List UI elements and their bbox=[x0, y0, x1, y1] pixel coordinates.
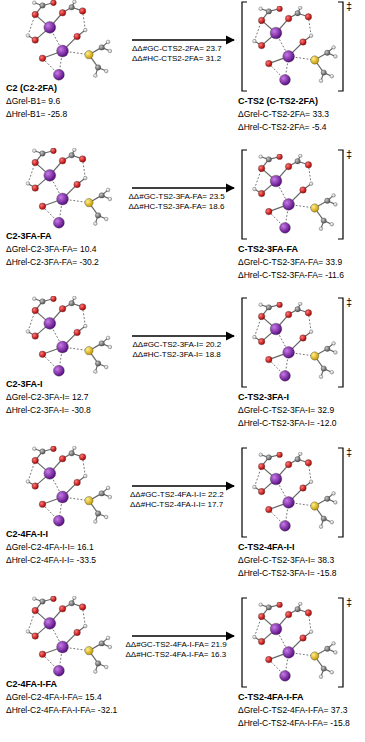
molecule bbox=[26, 148, 112, 228]
energy-value: ΔHrel-C-TS2-2FA= -5.4 bbox=[238, 121, 327, 134]
transition-state: C-TS2-3FA-IΔGrel-C-TS2-3FA-I= 32.9ΔHrel-… bbox=[236, 296, 362, 430]
transition-state: C-TS2-3FA-FAΔGrel-C-TS2-3FA-FA= 33.9ΔHre… bbox=[236, 148, 362, 282]
ground-state: C2-4FA-I-FAΔGrel-C2-4FA-I-FA= 15.4ΔHrel-… bbox=[4, 596, 130, 717]
bracket bbox=[242, 448, 343, 537]
structure-name: C-TS2-3FA-FA bbox=[238, 243, 298, 256]
structure-name: C2-3FA-I bbox=[6, 378, 43, 391]
transition-state: C-TS2-4FA-I-IΔGrel-C-TS2-3FA-I= 38.3ΔHre… bbox=[236, 446, 362, 580]
energy-value: ΔHrel-C2-4FA-FA-I-FA= -32.1 bbox=[6, 704, 117, 717]
molecule bbox=[26, 596, 112, 676]
energy-value: ΔGrel-C-TS2-3FA-FA= 33.9 bbox=[238, 256, 342, 269]
activation-energy: ΔΔ#GC-TS2-3FA-FA= 23.5 ΔΔ#HC-TS2-3FA-FA=… bbox=[129, 192, 238, 212]
molecule bbox=[26, 296, 112, 376]
double-dagger: ‡ bbox=[346, 148, 352, 160]
bracket bbox=[242, 598, 343, 687]
structure-name: C-TS2 (C-TS2-2FA) bbox=[238, 95, 318, 108]
energy-value: ΔHrel-C2-4FA-I-I= -33.5 bbox=[6, 554, 96, 567]
molecule bbox=[253, 6, 338, 85]
energy-value: ΔHrel-C2-3FA-I= -30.8 bbox=[6, 404, 91, 417]
ground-state: C2-4FA-I-IΔGrel-C2-4FA-I-I= 16.1ΔHrel-C2… bbox=[4, 446, 130, 567]
structure-name: C2 (C2-2FA) bbox=[6, 82, 57, 95]
double-dagger: ‡ bbox=[346, 0, 352, 12]
structure-name: C-TS2-3FA-I bbox=[238, 391, 289, 404]
activation-energy: ΔΔ#GC-TS2-3FA-I= 20.2 ΔΔ#HC-TS2-3FA-I= 1… bbox=[133, 340, 234, 360]
bracket bbox=[242, 2, 343, 91]
reaction-arrow bbox=[132, 187, 234, 188]
structure-name: C-TS2-4FA-I-FA bbox=[238, 691, 304, 704]
energy-value: ΔGrel-C2-4FA-I-I= 16.1 bbox=[6, 541, 94, 554]
energy-value: ΔGrel-B1= 9.6 bbox=[6, 95, 60, 108]
energy-value: ΔHrel-C-TS2-3FA-I= -12.0 bbox=[238, 417, 337, 430]
molecule bbox=[253, 452, 338, 531]
transition-state: C-TS2 (C-TS2-2FA)ΔGrel-C-TS2-2FA= 33.3ΔH… bbox=[236, 0, 362, 134]
energy-value: ΔHrel-C-TS2-4FA-I-FA= -15.8 bbox=[238, 717, 350, 730]
reaction-arrow bbox=[132, 335, 234, 336]
energy-value: ΔGrel-C-TS2-2FA= 33.3 bbox=[238, 108, 329, 121]
reaction-arrow bbox=[132, 39, 234, 40]
energy-value: ΔGrel-C-TS2-3FA-I= 38.3 bbox=[238, 554, 334, 567]
molecule bbox=[253, 154, 338, 233]
bracket bbox=[242, 150, 343, 239]
reaction-arrow bbox=[132, 485, 234, 486]
activation-energy: ΔΔ#GC-TS2-4FA-I-FA= 21.9 ΔΔ#HC-TS2-4FA-I… bbox=[126, 640, 241, 660]
ground-state: C2 (C2-2FA)ΔGrel-B1= 9.6ΔHrel-B1= -25.8 bbox=[4, 0, 130, 121]
activation-energy: ΔΔ#GC-CTS2-2FA= 23.7 ΔΔ#HC-CTS2-2FA= 31.… bbox=[132, 44, 234, 64]
molecule bbox=[253, 302, 338, 381]
transition-state: C-TS2-4FA-I-FAΔGrel-C-TS2-4FA-I-FA= 37.3… bbox=[236, 596, 362, 730]
double-dagger: ‡ bbox=[346, 296, 352, 308]
molecule bbox=[253, 602, 338, 681]
double-dagger: ‡ bbox=[346, 596, 352, 608]
energy-value: ΔHrel-C-TS2-3FA-I= -15.8 bbox=[238, 567, 337, 580]
ground-state: C2-3FA-IΔGrel-C2-3FA-I= 12.7ΔHrel-C2-3FA… bbox=[4, 296, 130, 417]
energy-value: ΔGrel-C-TS2-4FA-I-FA= 37.3 bbox=[238, 704, 347, 717]
molecule bbox=[26, 0, 112, 80]
energy-value: ΔHrel-B1= -25.8 bbox=[6, 108, 67, 121]
molecule bbox=[26, 446, 112, 526]
structure-name: C2-4FA-I-I bbox=[6, 528, 48, 541]
energy-value: ΔGrel-C-TS2-3FA-I= 32.9 bbox=[238, 404, 334, 417]
energy-value: ΔGrel-C2-4FA-I-FA= 15.4 bbox=[6, 691, 102, 704]
structure-name: C2-4FA-I-FA bbox=[6, 678, 57, 691]
energy-value: ΔHrel-C-TS2-3FA-FA= -11.6 bbox=[238, 269, 344, 282]
energy-value: ΔHrel-C2-3FA-FA= -30.2 bbox=[6, 256, 99, 269]
ground-state: C2-3FA-FAΔGrel-C2-3FA-FA= 10.4ΔHrel-C2-3… bbox=[4, 148, 130, 269]
structure-name: C2-3FA-FA bbox=[6, 230, 52, 243]
bracket bbox=[242, 298, 343, 387]
double-dagger: ‡ bbox=[346, 446, 352, 458]
transition-state-molecules bbox=[253, 6, 338, 681]
energy-value: ΔGrel-C2-3FA-FA= 10.4 bbox=[6, 243, 96, 256]
activation-energy: ΔΔ#GC-TS2-4FA-I-I= 22.2 ΔΔ#HC-TS2-4FA-I-… bbox=[130, 490, 236, 510]
reaction-arrow bbox=[132, 635, 234, 636]
energy-value: ΔGrel-C2-3FA-I= 12.7 bbox=[6, 391, 88, 404]
structure-name: C-TS2-4FA-I-I bbox=[238, 541, 295, 554]
